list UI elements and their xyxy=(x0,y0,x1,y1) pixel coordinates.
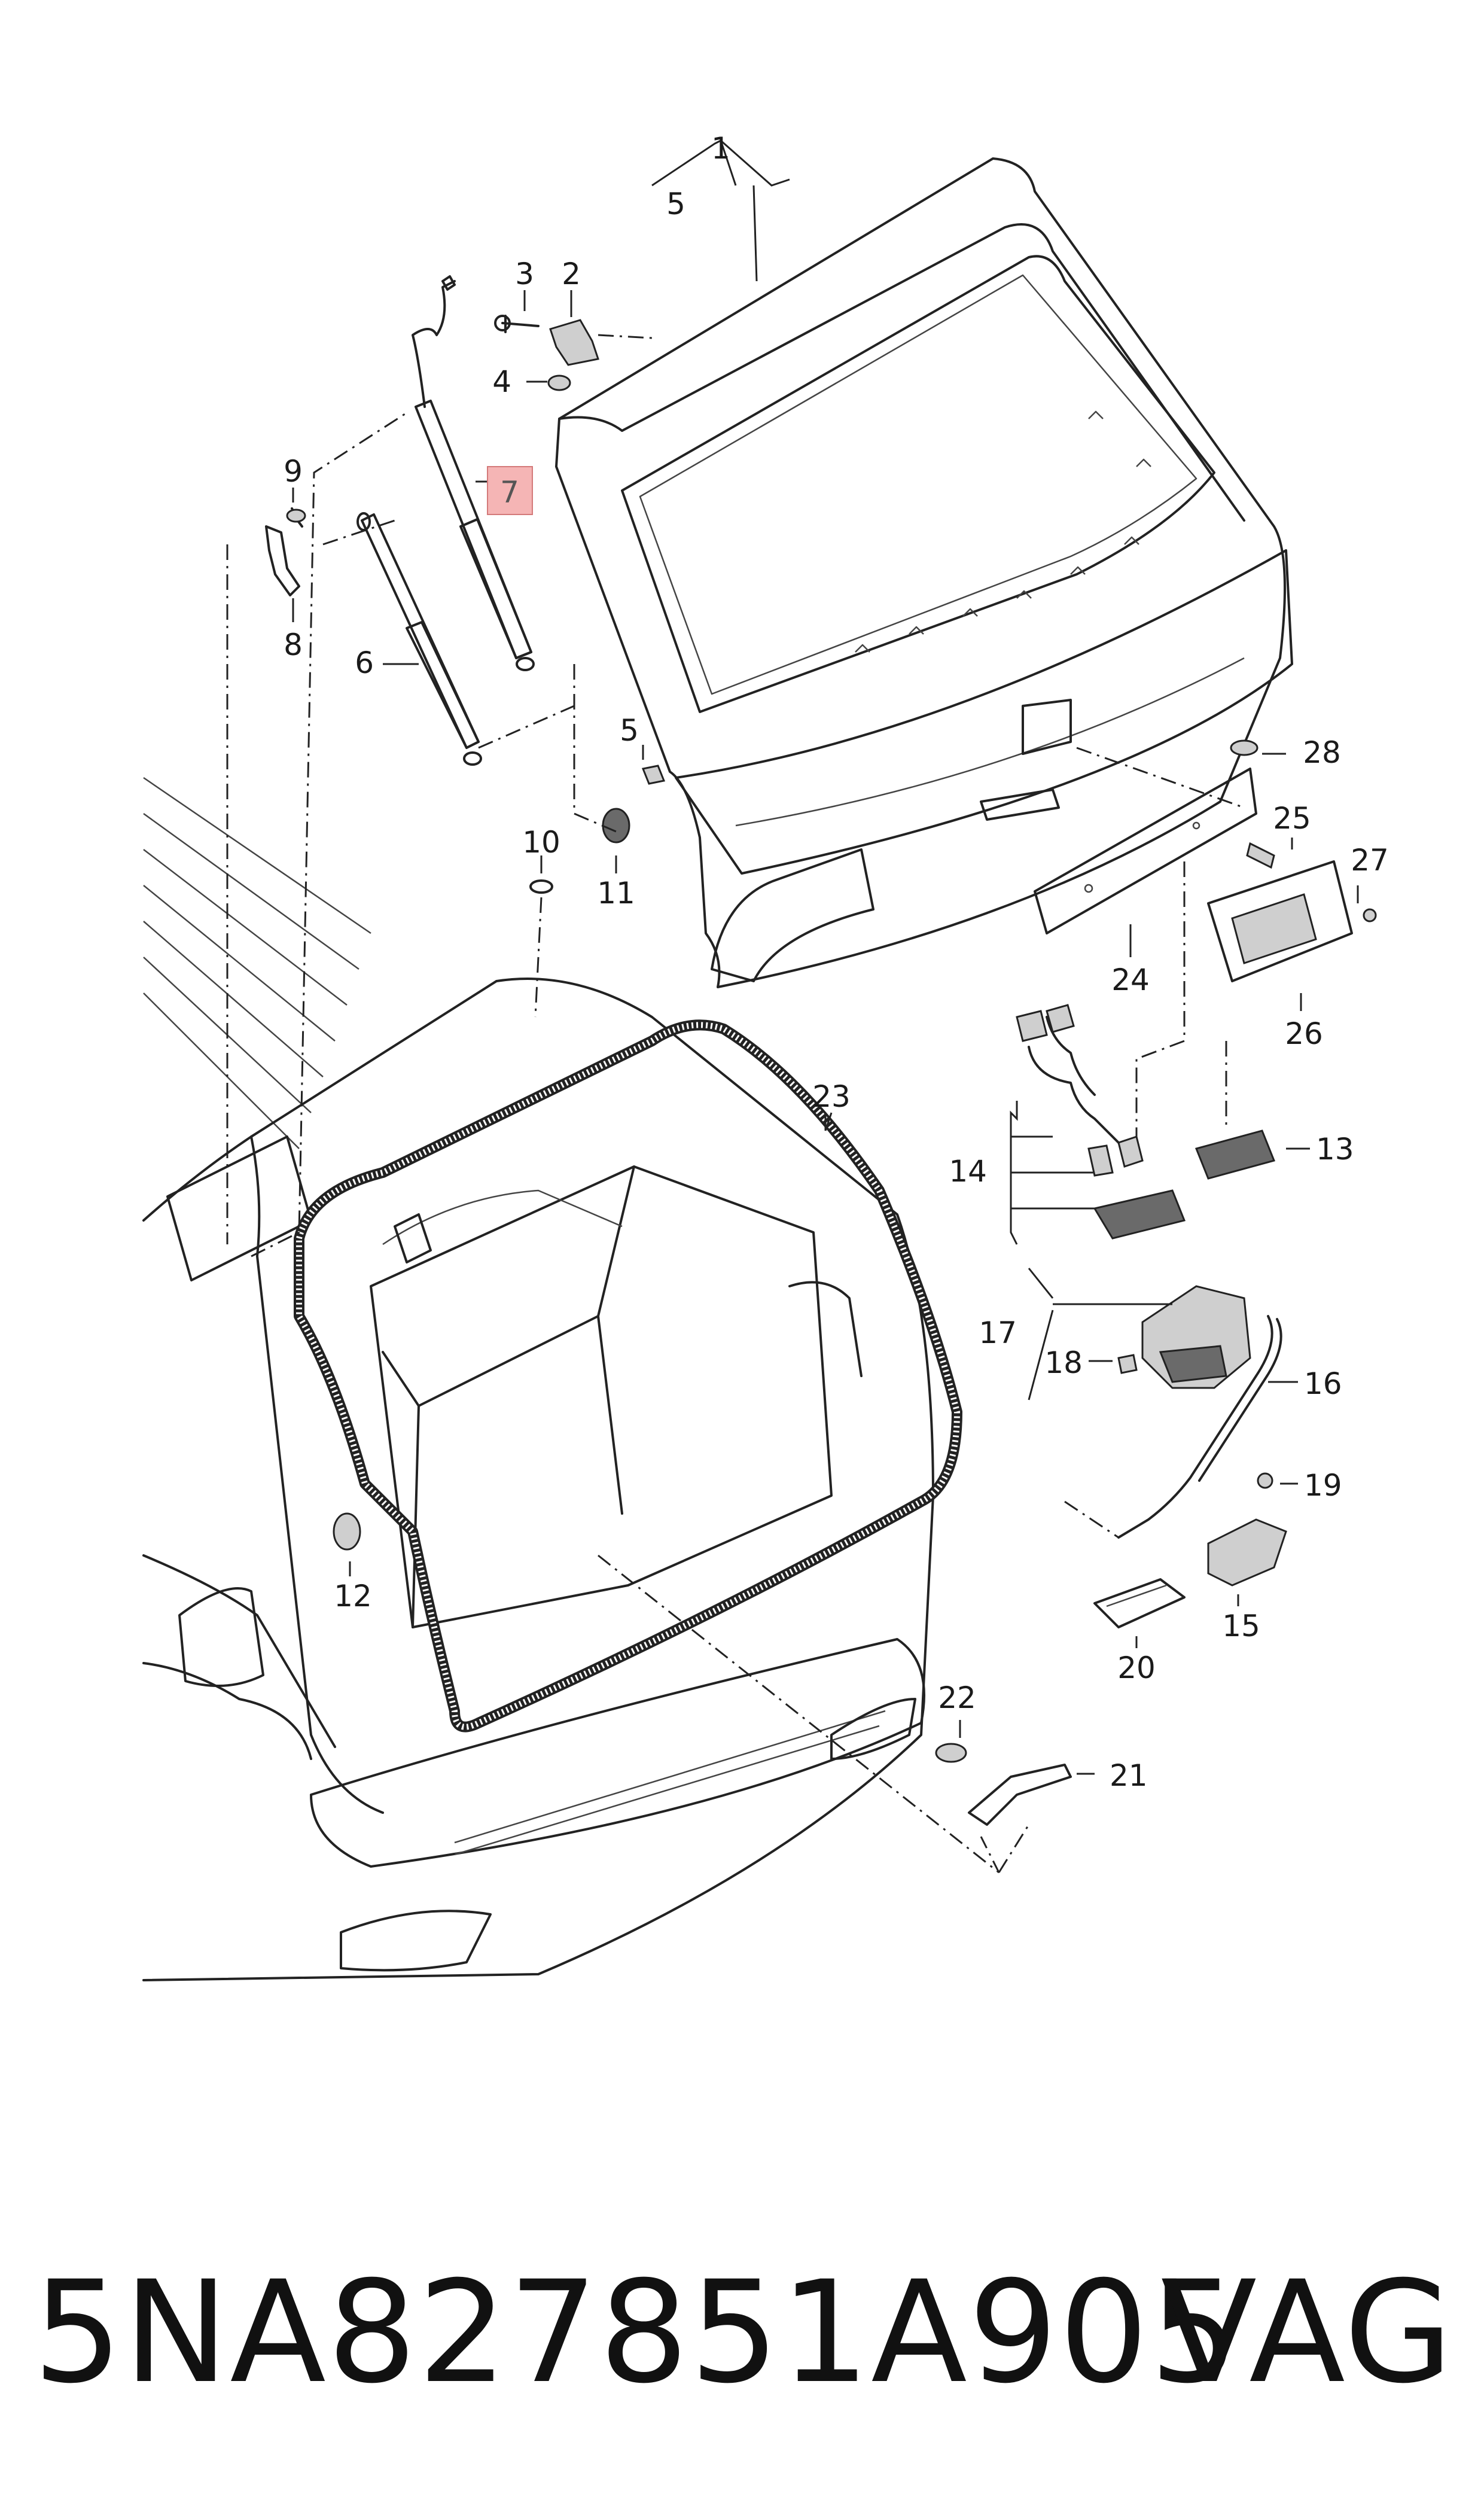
part-number: 5NA827851A905 xyxy=(33,2251,1241,2415)
callout-18: 18 xyxy=(1044,1345,1083,1380)
gas-strut-part-6 xyxy=(356,512,482,766)
handle-and-trim-group xyxy=(1034,739,1377,982)
callout-17: 17 xyxy=(979,1316,1017,1350)
tailgate-part-1 xyxy=(555,157,1293,988)
callout-13: 13 xyxy=(1316,1132,1354,1167)
callout-8: 8 xyxy=(284,628,303,662)
lock-group xyxy=(935,1285,1287,1826)
callout-1: 1 xyxy=(711,131,730,166)
alignment-lines xyxy=(226,334,1245,1874)
callout-25: 25 xyxy=(1273,801,1311,836)
callout-5-bolt: 5 xyxy=(620,713,639,748)
callout-7: 7 xyxy=(500,475,519,510)
callout-3: 3 xyxy=(515,257,534,291)
callout-4: 4 xyxy=(492,364,511,399)
footer: 5NA827851A905 VAG xyxy=(0,2243,1484,2423)
switch-group xyxy=(1016,1004,1276,1240)
callout-9: 9 xyxy=(284,454,303,489)
callout-22: 22 xyxy=(938,1680,976,1715)
callout-10: 10 xyxy=(522,825,560,860)
exploded-parts-diagram: 1 5 2 3 4 9 8 6 7 5 10 11 12 23 28 25 27… xyxy=(142,131,1389,1981)
callout-labels: 1 5 2 3 4 9 8 6 7 5 10 11 12 23 28 25 27… xyxy=(284,131,1389,1793)
callout-27: 27 xyxy=(1351,843,1389,878)
callout-14: 14 xyxy=(949,1154,987,1189)
callout-16: 16 xyxy=(1304,1366,1342,1401)
vehicle-body-drawing xyxy=(142,777,962,1981)
callout-21: 21 xyxy=(1110,1758,1148,1793)
callout-11: 11 xyxy=(597,876,635,911)
callout-20: 20 xyxy=(1117,1651,1156,1685)
power-strut-part-7 xyxy=(412,275,535,671)
callout-19: 19 xyxy=(1304,1468,1342,1503)
callout-15: 15 xyxy=(1222,1609,1260,1643)
callout-26: 26 xyxy=(1285,1016,1323,1051)
callout-7-highlight xyxy=(487,466,533,515)
leader-lines xyxy=(292,139,1359,1775)
hinge-hardware xyxy=(265,315,666,844)
callout-5-top: 5 xyxy=(666,187,685,221)
callout-28: 28 xyxy=(1303,735,1341,770)
callout-23: 23 xyxy=(812,1079,851,1114)
brand-label: VAG xyxy=(1160,2251,1454,2415)
callout-6: 6 xyxy=(355,646,374,680)
callout-24: 24 xyxy=(1111,963,1150,997)
callout-2: 2 xyxy=(562,257,581,291)
callout-12: 12 xyxy=(334,1579,372,1613)
